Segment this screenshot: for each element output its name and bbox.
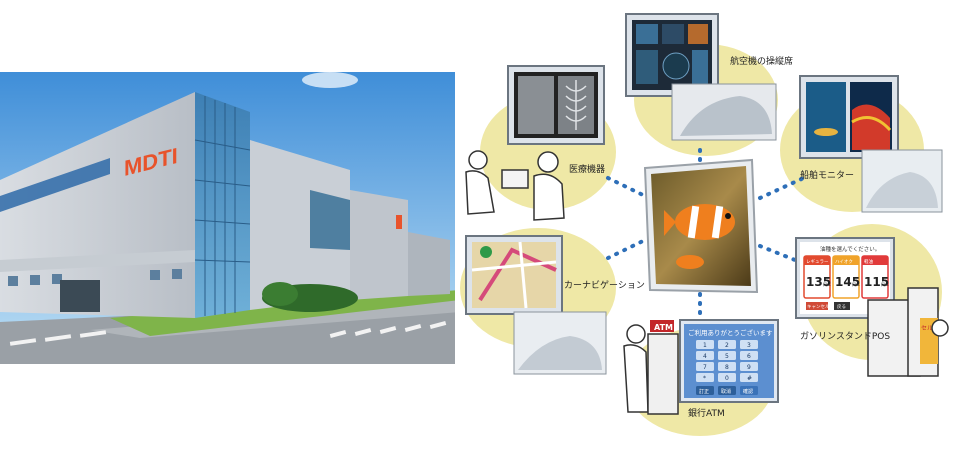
atm-key-label: 8 — [725, 364, 729, 371]
fuel-header — [833, 256, 859, 265]
pump-sign: セルフ — [921, 325, 939, 332]
car-nav-label: カーナビゲーション — [564, 279, 645, 291]
atm-key — [696, 362, 714, 371]
atm-function-label: 確認 — [743, 388, 753, 395]
atm-key — [740, 351, 758, 360]
atm-function-button — [740, 386, 758, 395]
center-display — [643, 158, 759, 294]
atm-key-label: 0 — [725, 375, 729, 382]
medical-label: 医療機器 — [569, 163, 605, 175]
fuel-header — [862, 256, 888, 265]
atm-key — [740, 362, 758, 371]
atm-key — [718, 373, 736, 382]
atm-key — [696, 351, 714, 360]
fuel-unit: 円/L — [881, 282, 889, 287]
atm-key — [696, 373, 714, 382]
atm-key — [718, 362, 736, 371]
atm-screen-title: ご利用ありがとうございます — [688, 328, 773, 337]
aviation-panel: 航空機の操縦席 — [625, 13, 793, 141]
atm-label: 銀行ATM — [688, 407, 725, 419]
atm-key-label: # — [747, 375, 752, 382]
fuel-name: レギュラー — [806, 259, 829, 265]
gas-screen-title: 油種を選んでください。 — [820, 245, 880, 253]
gas-back: 戻る — [837, 303, 846, 310]
fuel-price: 145 — [835, 275, 860, 289]
atm-function-button — [718, 386, 736, 395]
medical-panel: 医療機器 — [465, 65, 605, 221]
atm-key-label: * — [703, 375, 706, 382]
gas-pos-panel: 油種を選んでください。 レギュラー135円/Lハイオク145円/L軽油115円/… — [795, 237, 949, 377]
fuel-name: ハイオク — [835, 259, 853, 265]
atm-key — [740, 373, 758, 382]
atm-key-label: 3 — [747, 342, 751, 349]
atm-key-label: 6 — [747, 353, 751, 360]
atm-key — [740, 340, 758, 349]
marine-label: 船舶モニター — [800, 169, 854, 181]
fuel-name: 軽油 — [864, 258, 873, 265]
fuel-unit: 円/L — [852, 282, 860, 287]
atm-function-label: 訂正 — [699, 388, 709, 395]
atm-panel: ATM ご利用ありがとうございます 1 2 3 4 5 6 7 8 9 * 0 # 訂正 取消 確認 銀行… — [623, 319, 779, 419]
gas-cancel: キャンセル — [807, 304, 830, 310]
clownfish-illustration — [664, 204, 735, 269]
fuel-price: 115 — [864, 275, 889, 289]
atm-function-label: 取消 — [721, 388, 731, 395]
factory-photo: MDTI — [0, 72, 460, 364]
car-nav-panel: カーナビゲーション — [465, 235, 645, 375]
atm-key-label: 1 — [703, 342, 707, 349]
atm-key-label: 9 — [747, 364, 751, 371]
atm-key-label: 2 — [725, 342, 729, 349]
atm-key-label: 5 — [725, 353, 729, 360]
applications-diagram: 航空機の操縦席 医療機器 — [455, 0, 960, 451]
aviation-label: 航空機の操縦席 — [730, 55, 793, 67]
atm-keypad: 1 2 3 4 5 6 7 8 9 * 0 # — [696, 340, 758, 382]
marine-panel: 船舶モニター — [799, 75, 943, 213]
fuel-header — [804, 256, 830, 265]
fuel-price: 135 — [806, 275, 831, 289]
connector-dots — [606, 148, 810, 320]
atm-buttons: 訂正 取消 確認 — [696, 386, 758, 395]
gas-pos-label: ガソリンスタンドPOS — [800, 331, 890, 342]
atm-key-label: 7 — [703, 364, 707, 371]
atm-sign: ATM — [654, 323, 673, 332]
atm-key — [718, 340, 736, 349]
atm-key — [718, 351, 736, 360]
atm-key — [696, 340, 714, 349]
atm-function-button — [696, 386, 714, 395]
atm-key-label: 4 — [703, 353, 707, 360]
fuel-unit: 円/L — [823, 282, 831, 287]
